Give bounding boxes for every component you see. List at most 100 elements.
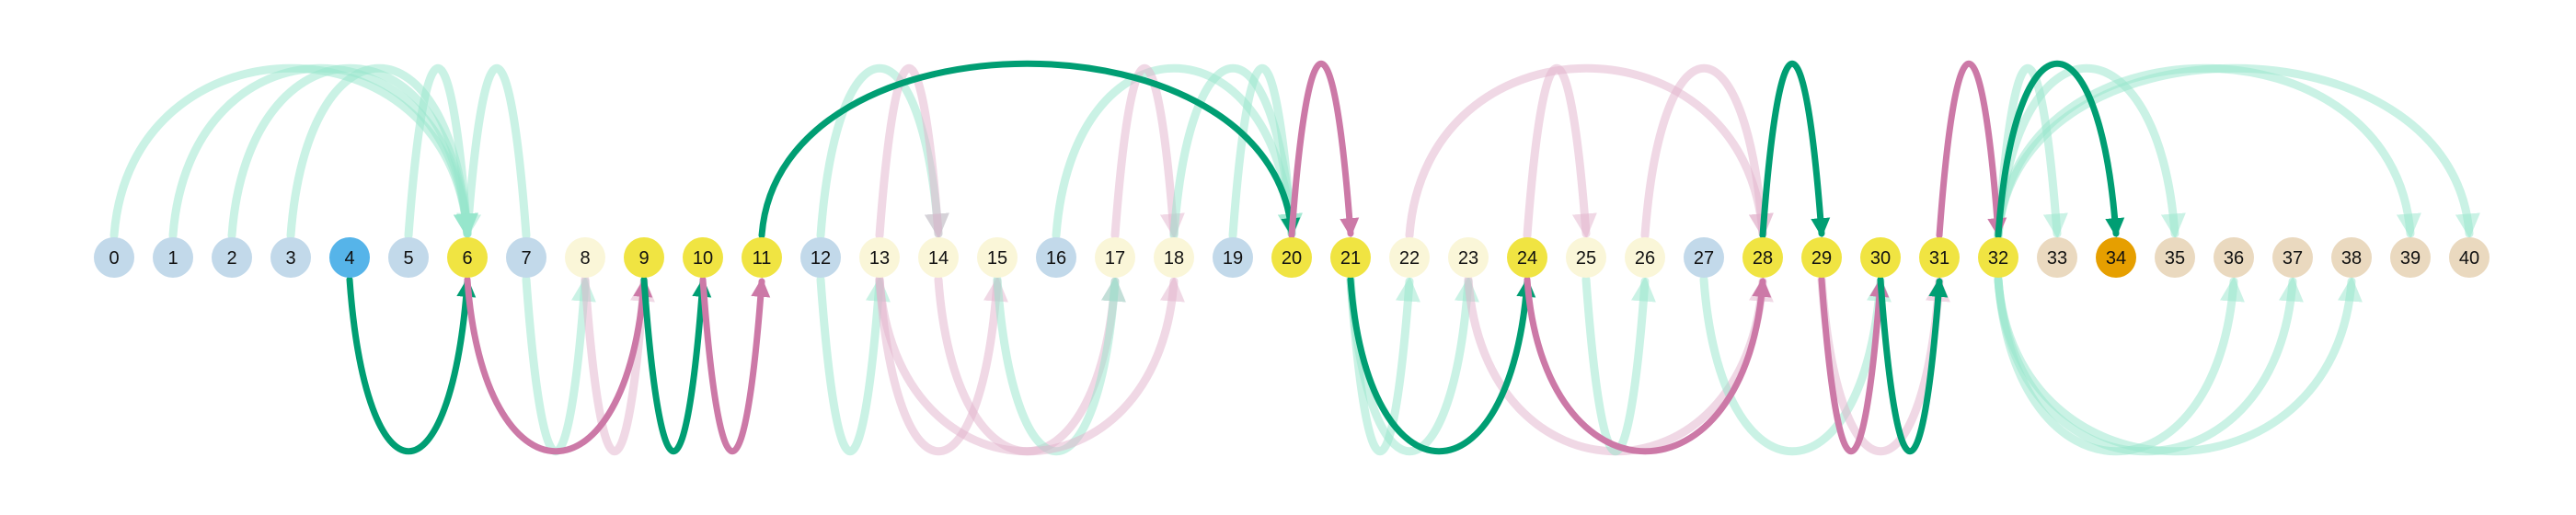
edge-22-to-28 [1405,63,1774,240]
node-circle [2390,237,2431,278]
node-label: 29 [1811,248,1832,269]
edge-32-to-36 [1994,275,2245,456]
node-circle [270,237,311,278]
edge-21-to-24 [1347,276,1536,455]
node-0: 0 [94,237,134,278]
node-circle [1625,237,1665,278]
node-circle [506,237,546,278]
node-40: 40 [2449,237,2490,278]
node-1: 1 [153,237,193,278]
node-label: 25 [1576,248,1596,269]
node-label: 15 [987,248,1007,269]
node-12: 12 [800,237,841,278]
node-circle [2449,237,2490,278]
node-label: 4 [344,248,354,269]
node-label: 26 [1635,248,1655,269]
edge-32-to-35 [1994,63,2186,240]
edge-5-to-6 [404,64,478,240]
node-label: 19 [1223,248,1243,269]
faint-edge-layer [109,63,2480,456]
edge-7-to-6 [456,64,531,240]
node-circle [1271,237,1312,278]
node-32: 32 [1978,237,2018,278]
node-7: 7 [506,237,546,278]
edge-32-to-37 [1994,275,2304,456]
node-circle [565,237,605,278]
node-19: 19 [1213,237,1253,278]
edge-32-to-39 [1994,63,2421,240]
node-30: 30 [1860,237,1901,278]
node-25: 25 [1566,237,1606,278]
node-label: 13 [869,248,890,269]
node-35: 35 [2155,237,2195,278]
node-circle [1566,237,1606,278]
node-circle [2096,237,2136,278]
edge-32-to-40 [1994,63,2480,240]
node-circle [800,237,841,278]
node-label: 31 [1929,248,1949,269]
node-label: 36 [2224,248,2244,269]
node-circle [1448,237,1489,278]
node-label: 11 [753,248,772,269]
node-label: 1 [167,248,178,269]
node-label: 9 [638,248,649,269]
node-label: 6 [462,248,472,269]
edge-3-to-6 [286,63,478,240]
node-label: 18 [1164,248,1184,269]
node-38: 38 [2331,237,2372,278]
node-circle [329,237,370,278]
node-14: 14 [918,237,959,278]
node-37: 37 [2272,237,2313,278]
node-circle [388,237,429,278]
node-label: 21 [1340,248,1361,269]
node-label: 23 [1458,248,1478,269]
edge-29-to-30 [1818,276,1890,454]
node-circle [1389,237,1430,278]
node-label: 32 [1988,248,2008,269]
edge-26-to-28 [1640,63,1774,240]
node-circle [1684,237,1724,278]
node-circle [1330,237,1371,278]
node-18: 18 [1154,237,1194,278]
node-circle [683,237,723,278]
node-33: 33 [2037,237,2077,278]
node-circle [447,237,488,278]
node-label: 38 [2341,248,2362,269]
node-21: 21 [1330,237,1371,278]
node-label: 22 [1399,248,1420,269]
edge-13-to-14 [875,64,949,240]
node-circle [94,237,134,278]
edge-19-to-20 [1228,64,1303,240]
edge-13-to-15 [875,275,1008,455]
edge-9-to-10 [640,276,712,454]
node-22: 22 [1389,237,1430,278]
node-circle [212,237,252,278]
node-16: 16 [1036,237,1076,278]
node-28: 28 [1742,237,1783,278]
node-label: 34 [2106,248,2126,269]
node-6: 6 [447,237,488,278]
node-circle [1919,237,1960,278]
edge-8-to-9 [581,275,655,455]
node-17: 17 [1095,237,1135,278]
node-label: 35 [2165,248,2185,269]
node-circle [624,237,664,278]
edge-12-to-13 [816,275,891,455]
node-29: 29 [1801,237,1842,278]
edge-17-to-18 [1110,64,1185,240]
node-label: 20 [1282,248,1302,269]
node-label: 14 [928,248,949,269]
node-circle [977,237,1018,278]
node-label: 17 [1105,248,1125,269]
node-34: 34 [2096,237,2136,278]
edge-24-to-28 [1524,276,1772,455]
node-circle [1801,237,1842,278]
node-2: 2 [212,237,252,278]
node-label: 10 [693,248,713,269]
node-circle [1213,237,1253,278]
edge-16-to-20 [1052,63,1303,240]
node-circle [2037,237,2077,278]
node-20: 20 [1271,237,1312,278]
node-label: 3 [285,248,295,269]
